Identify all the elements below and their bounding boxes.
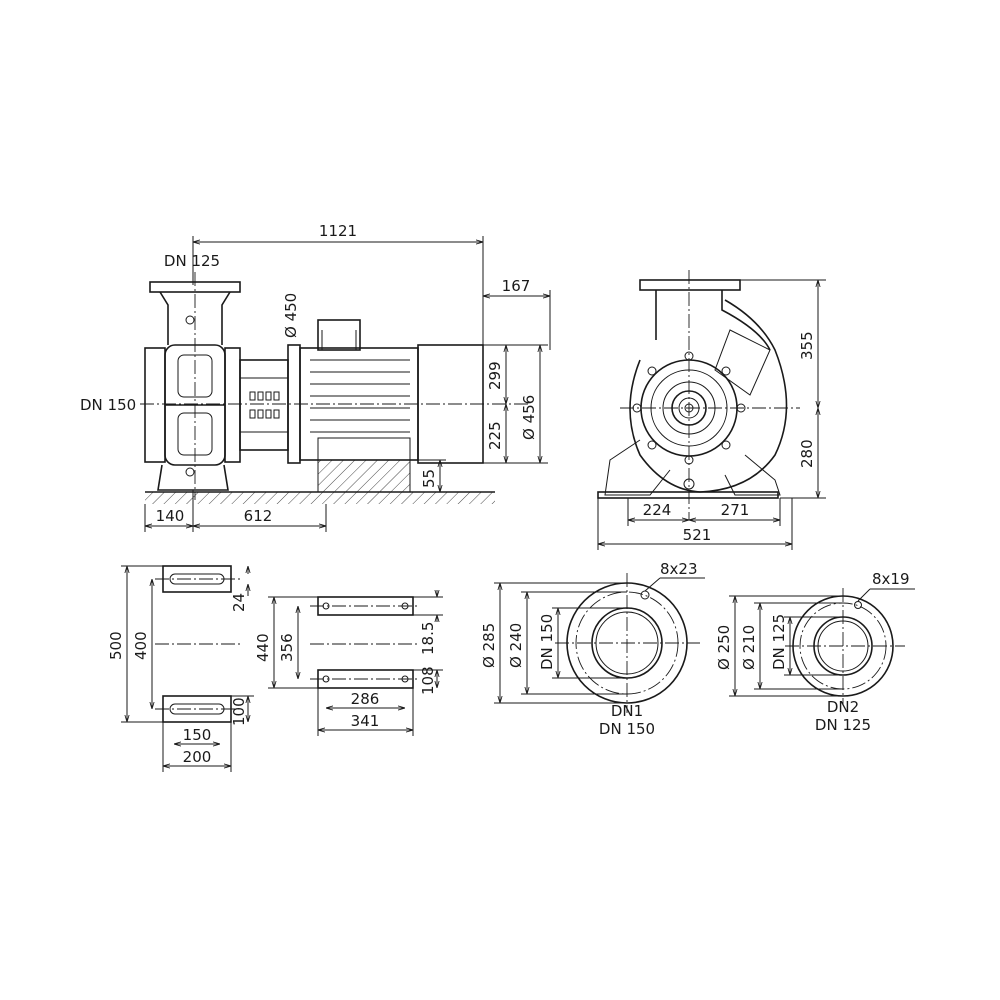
label-dn-side: DN 150 [80,396,136,414]
ground-line [145,459,495,504]
label-167: 167 [502,277,531,295]
label-dn2-bore: DN 125 [770,614,788,670]
label-140: 140 [156,507,185,525]
label-356: 356 [278,633,296,662]
label-dn1: DN1 [611,702,643,720]
dim-foot-height: 55 [410,459,446,492]
label-dn1-bore: DN 150 [538,614,556,670]
dim-base-length: 140 612 [144,490,327,532]
volute-outline [597,299,788,499]
label-1121: 1121 [319,222,357,240]
label-dn1-outer-dia: Ø 285 [480,623,498,668]
label-dn1-holes: 8x23 [660,560,698,578]
discharge-flange [149,272,241,500]
label-100: 100 [230,697,248,726]
front-view: 355 280 224 271 521 [597,270,826,550]
dim-motor-overhang: 167 [483,277,551,350]
side-view: 1121 167 DN 125 DN 150 Ø 450 299 225 Ø 4… [80,222,551,532]
label-dn2-sub: DN 125 [815,716,871,734]
dim-motor-heights: 299 225 Ø 456 [483,344,548,464]
label-224: 224 [643,501,672,519]
label-shaft-flange-dia: Ø 450 [282,293,300,338]
label-440: 440 [254,633,272,662]
dim-front-foot: 224 271 [627,498,781,526]
dim-front-width: 521 [597,498,793,550]
dim-overall-length: 1121 [192,222,484,345]
label-400: 400 [132,631,150,660]
label-dn1-bolt-circle: Ø 240 [507,623,525,668]
label-18-5: 18.5 [419,622,437,655]
label-24: 24 [230,593,248,612]
coupling-lantern [239,359,289,451]
label-612: 612 [244,507,273,525]
dim-front-heights: 355 280 [740,279,826,499]
label-dn2-outer-dia: Ø 250 [715,625,733,670]
label-200: 200 [183,748,212,766]
front-discharge-flange [639,279,771,351]
motor [140,319,530,464]
label-341: 341 [351,712,380,730]
flange-dn1: Ø 285 Ø 240 DN 150 8x23 DN1 DN 150 [480,560,705,738]
label-108: 108 [419,666,437,695]
label-521: 521 [683,526,712,544]
label-dn2-bolt-circle: Ø 210 [740,625,758,670]
label-280: 280 [798,439,816,468]
label-55: 55 [420,469,438,488]
pump-foot-plan: 500 400 24 100 150 200 [107,565,254,772]
pump-casing [144,315,241,491]
label-225: 225 [486,421,504,450]
label-500: 500 [107,631,125,660]
flange-dn2: Ø 250 Ø 210 DN 125 8x19 DN2 DN 125 [715,570,915,734]
label-dn1-sub: DN 150 [599,720,655,738]
motor-feet-plan: 440 356 18.5 108 286 341 [254,590,443,736]
label-355: 355 [798,331,816,360]
label-dn2: DN2 [827,698,859,716]
label-150: 150 [183,726,212,744]
label-motor-dia: Ø 456 [520,395,538,440]
label-dn2-holes: 8x19 [872,570,910,588]
bearing-housing [632,351,746,490]
label-271: 271 [721,501,750,519]
label-dn-top: DN 125 [164,252,220,270]
label-299: 299 [486,361,504,390]
label-286: 286 [351,690,380,708]
